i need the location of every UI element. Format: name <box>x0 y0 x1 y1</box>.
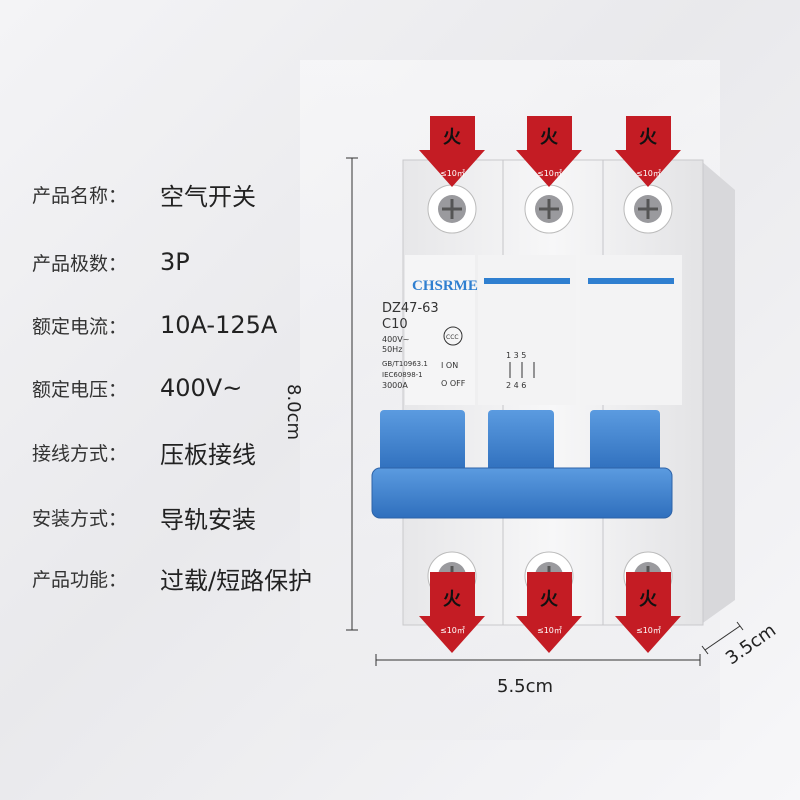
spec-label: 接线方式： <box>32 442 128 465</box>
spec-row-current: 额定电流： 10A-125A <box>32 305 277 345</box>
spec-label: 产品功能： <box>32 568 128 591</box>
wiring-schematic-icon <box>509 362 535 378</box>
depth-dimension-line <box>701 621 744 655</box>
spec-row-wiring: 接线方式： 压板接线 <box>32 432 256 472</box>
terminal-numbers: 1 3 5 <box>506 351 526 360</box>
handle-block <box>590 410 660 472</box>
terminal-screw <box>623 184 673 234</box>
standard-text: IEC60898-1 <box>382 371 423 379</box>
capacity-text: 3000A <box>382 381 408 390</box>
label-panel <box>405 255 475 405</box>
spec-label: 产品极数： <box>32 252 128 275</box>
spec-value: 400V~ <box>160 374 243 402</box>
height-dimension-line <box>346 157 358 631</box>
spec-label: 产品名称： <box>32 184 128 207</box>
spec-label: 安装方式： <box>32 507 128 530</box>
svg-text:CCC: CCC <box>446 334 459 341</box>
arrow-label: 火 <box>443 127 462 148</box>
spec-value: 3P <box>160 248 190 276</box>
terminal-screw <box>524 184 574 234</box>
standard-text: GB/T10963.1 <box>382 360 428 368</box>
live-wire-arrow-icon <box>615 116 681 187</box>
spec-label: 额定电压： <box>32 378 128 401</box>
spec-value: 过载/短路保护 <box>160 566 313 595</box>
arrow-sublabel: ≤10㎡ <box>537 169 562 178</box>
frequency-text: 50Hz <box>382 345 402 354</box>
spec-label: 额定电流： <box>32 315 128 338</box>
spec-row-function: 产品功能： 过载/短路保护 <box>32 558 312 598</box>
blue-stripe <box>484 278 570 284</box>
spec-value: 空气开关 <box>160 182 256 211</box>
toggle-handle-bar[interactable] <box>371 467 673 519</box>
arrow-sublabel: ≤10㎡ <box>636 169 661 178</box>
voltage-text: 400V~ <box>382 335 409 344</box>
width-dimension-line <box>375 654 701 666</box>
curve-text: C10 <box>382 317 408 332</box>
handle-block <box>380 410 465 472</box>
blue-stripe <box>588 278 674 284</box>
spec-list: 产品名称： 空气开关 产品极数： 3P 额定电流： 10A-125A 额定电压：… <box>0 0 360 800</box>
on-label: I ON <box>441 361 458 370</box>
arrow-sublabel: ≤10㎡ <box>537 626 562 635</box>
live-wire-arrow-icon <box>615 572 681 653</box>
arrow-sublabel: ≤10㎡ <box>440 169 465 178</box>
width-dimension-label: 5.5cm <box>497 676 554 697</box>
spec-row-voltage: 额定电压： 400V~ <box>32 368 242 408</box>
breaker-side <box>700 160 735 625</box>
arrow-sublabel: ≤10㎡ <box>636 626 661 635</box>
spec-value: 压板接线 <box>160 440 256 469</box>
off-label: O OFF <box>441 379 466 388</box>
spec-row-poles: 产品极数： 3P <box>32 242 190 282</box>
label-panel <box>580 255 682 405</box>
arrow-label: 火 <box>639 127 658 148</box>
live-wire-arrow-icon <box>419 116 485 187</box>
terminal-numbers: 2 4 6 <box>506 381 526 390</box>
live-wire-arrow-icon <box>516 572 582 653</box>
live-wire-arrow-icon <box>419 572 485 653</box>
handle-block <box>488 410 554 472</box>
label-panel <box>478 255 576 405</box>
spec-value: 10A-125A <box>160 311 278 339</box>
arrow-label: 火 <box>639 589 658 610</box>
arrow-sublabel: ≤10㎡ <box>440 626 465 635</box>
brand-text: CHSRME <box>412 278 478 294</box>
terminal-screw <box>427 184 477 234</box>
arrow-label: 火 <box>443 589 462 610</box>
spec-row-mounting: 安装方式： 导轨安装 <box>32 497 256 537</box>
height-dimension-label: 8.0cm <box>283 384 304 441</box>
live-wire-arrow-icon <box>516 116 582 187</box>
spec-row-name: 产品名称： 空气开关 <box>32 174 256 214</box>
spec-value: 导轨安装 <box>160 505 256 534</box>
arrow-label: 火 <box>540 589 559 610</box>
arrow-label: 火 <box>540 127 559 148</box>
model-text: DZ47-63 <box>382 301 439 316</box>
ccc-cert-icon: CCC <box>443 326 463 346</box>
